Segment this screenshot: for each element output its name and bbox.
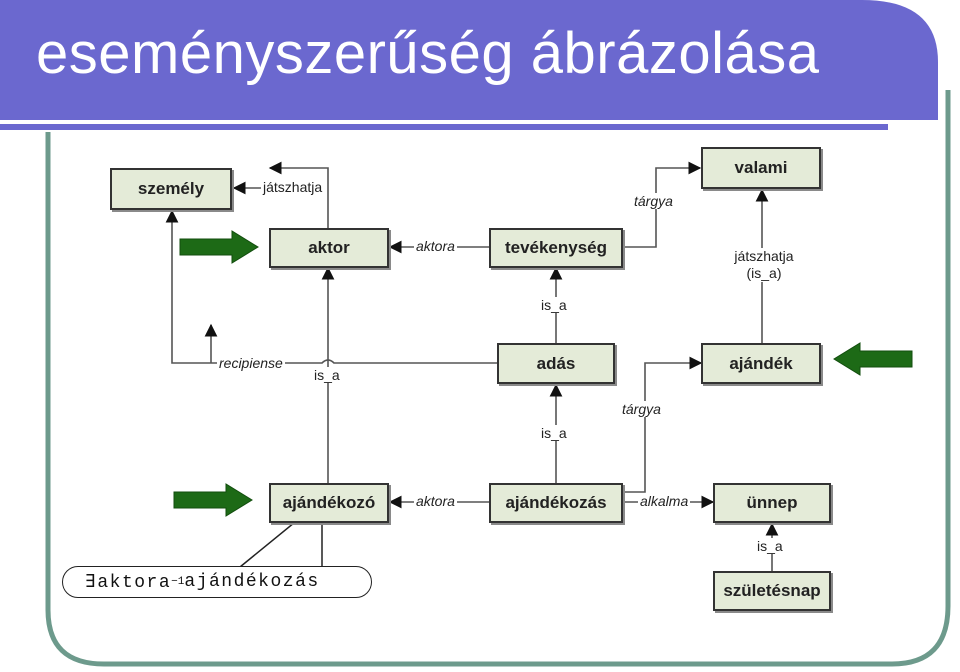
edge-jatszhatja-aktor-szemely bbox=[268, 161, 329, 228]
node-ajandekozo: ajándékozó bbox=[269, 483, 389, 523]
node-adas: adás bbox=[497, 343, 615, 384]
green-arrow-ajandekozo bbox=[173, 483, 253, 517]
label-is-a-adas: is_a bbox=[539, 425, 569, 441]
label-jatszhatja-right-line2: (is_a) bbox=[746, 265, 782, 281]
edge-targya-mid bbox=[624, 356, 703, 493]
slide-title: eseményszerűség ábrázolása bbox=[36, 21, 820, 86]
node-valami: valami bbox=[701, 147, 821, 189]
label-aktora-top: aktora bbox=[414, 238, 457, 254]
node-aktor: aktor bbox=[269, 228, 389, 268]
header-band bbox=[0, 0, 938, 120]
node-szuletesnap: születésnap bbox=[713, 571, 831, 611]
label-aktora-bottom: aktora bbox=[414, 493, 457, 509]
node-ajandek: ajándék bbox=[701, 343, 821, 384]
label-targya-mid: tárgya bbox=[620, 401, 663, 417]
green-arrow-ajandek bbox=[833, 342, 913, 376]
formula-superscript: −1 bbox=[171, 576, 185, 588]
node-tevekenyseg: tevékenység bbox=[489, 228, 623, 268]
label-targya-top: tárgya bbox=[632, 193, 675, 209]
label-jatszhatja-top: játszhatja bbox=[261, 179, 325, 195]
node-unnep: ünnep bbox=[713, 483, 831, 523]
node-szemely: személy bbox=[110, 168, 232, 210]
formula-suffix: ajándékozás bbox=[184, 572, 320, 592]
label-is-a-unnep: is_a bbox=[755, 538, 785, 554]
label-alkalma: alkalma bbox=[638, 493, 691, 509]
green-arrow-aktor bbox=[179, 230, 259, 264]
label-jatszhatja-right: játszhatja(is_a) bbox=[723, 248, 805, 282]
header-underline bbox=[0, 124, 888, 130]
label-jatszhatja-right-line1: játszhatja bbox=[734, 248, 794, 264]
callout-pointer bbox=[239, 517, 323, 568]
formula-prefix: ∃aktora bbox=[85, 573, 172, 593]
label-is-a-tevekenyseg: is_a bbox=[539, 297, 569, 313]
node-ajandekozas: ajándékozás bbox=[489, 483, 623, 523]
label-recipiense: recipiense bbox=[217, 355, 285, 371]
label-is-a-aktor: is_a bbox=[312, 367, 342, 383]
